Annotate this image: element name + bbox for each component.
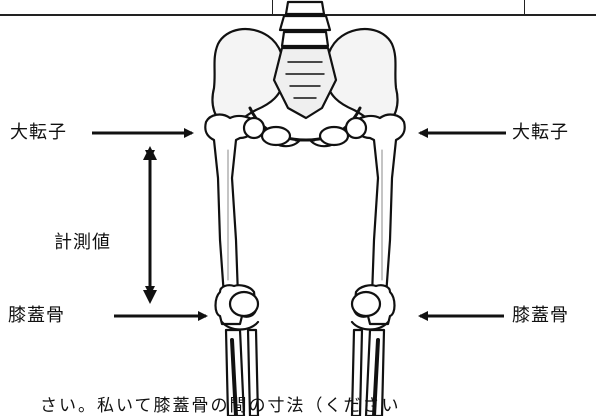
right-femur: [346, 115, 405, 296]
partial-caption-text: さい。私いて膝蓋骨の間の寸法（ください: [40, 396, 401, 416]
left-knee-patella: [216, 285, 259, 329]
label-patella-right: 膝蓋骨: [512, 306, 569, 326]
left-femur: [205, 115, 264, 296]
measurement-arrow-top-head: [143, 146, 157, 160]
label-measurement-value: 計測値: [54, 233, 111, 253]
label-greater-trochanter-left: 大転子: [10, 123, 67, 143]
label-greater-trochanter-right: 大転子: [512, 123, 569, 143]
right-knee-patella: [352, 285, 395, 329]
measurement-arrow-bottom-head: [143, 290, 157, 304]
label-patella-left: 膝蓋骨: [8, 306, 65, 326]
spine-vertebrae: [280, 2, 330, 46]
